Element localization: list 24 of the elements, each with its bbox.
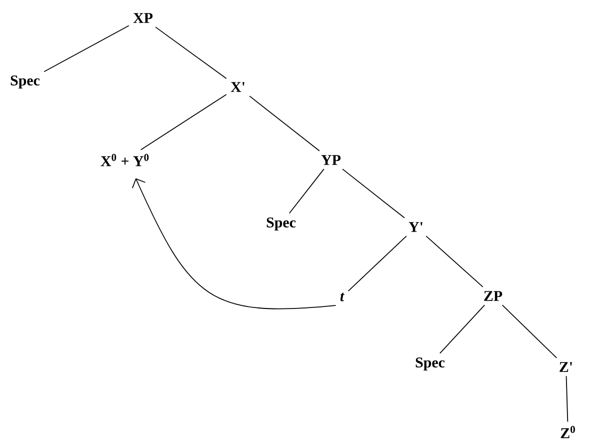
tree-label: Spec <box>10 75 40 89</box>
tree-branch <box>426 236 484 288</box>
tree-label: YP <box>321 155 341 165</box>
tree-branch <box>249 96 320 152</box>
tree-label: X' <box>230 82 244 92</box>
tree-label: Y' <box>408 222 422 232</box>
tree-branch <box>348 236 407 292</box>
tree-label: ZP <box>484 291 502 301</box>
tree-branch <box>155 26 227 79</box>
tree-label: t <box>340 292 344 302</box>
tree-branch <box>502 304 558 358</box>
movement-arrow <box>132 178 336 310</box>
tree-label: X$^{0}$ + Y$^{0}$ <box>100 154 149 166</box>
tree-label: Z$^{0}$ <box>560 426 575 438</box>
tree-label: Spec <box>416 357 445 371</box>
tree-label: Spec <box>266 217 296 231</box>
tree-branch <box>44 25 130 72</box>
tree-branch <box>566 376 568 422</box>
tree-branch <box>140 94 227 150</box>
tree-branch <box>288 168 324 214</box>
tree-branch <box>439 304 486 354</box>
tree-label: XP <box>133 13 153 23</box>
tree-label: Z' <box>560 362 572 372</box>
tree-branch <box>342 168 405 218</box>
